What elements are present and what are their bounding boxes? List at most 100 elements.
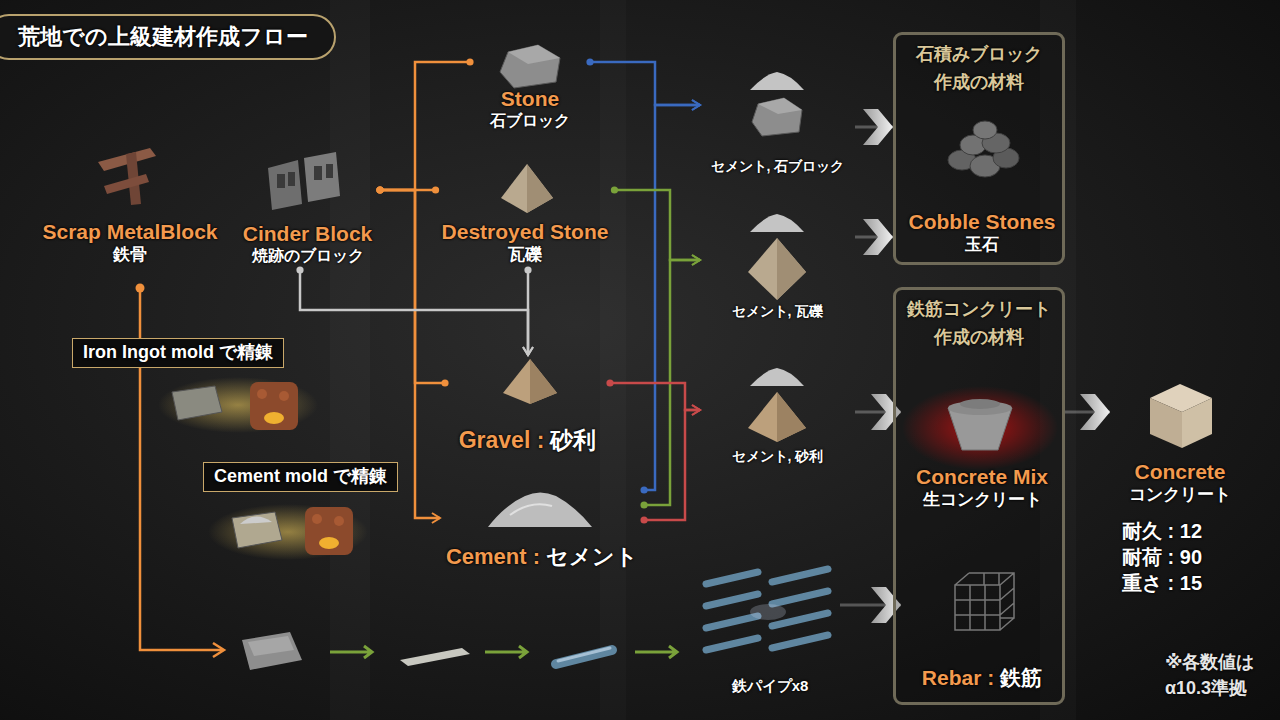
item-name: セメント, 石ブロック [711,158,845,175]
material-chevron [840,587,901,623]
scrap-refine-line [213,643,224,657]
iron-bar-icon [400,648,470,666]
item-japanese-name: 石ブロック [490,111,570,130]
iron-mold-icon [250,382,298,430]
ingredient-icon [748,72,806,442]
gravel-icon [530,359,557,404]
ingredient-set: セメント, 瓦礫 [700,205,855,325]
scrap-metal-icon [98,148,156,205]
iron-mold-icon [264,412,284,424]
ingredient-icon [758,98,802,114]
group-heading: 石積みブロック 作成の材料 [900,41,1058,97]
text-stack: セメント, 瓦礫 [700,303,855,320]
chevron-arrow [863,219,893,255]
material-item: Cobble Stones玉石 [901,110,1063,260]
cement-mold-icon [319,537,339,549]
item-name: セメント, 瓦礫 [732,303,824,320]
cement-mold-icon [240,516,272,524]
item-name: Stone [501,86,559,111]
text-stack: Iron Ingot mold で精錬 [83,342,273,364]
item-japanese-name: 鉄筋 [1000,665,1042,690]
iron-pipes-icon [706,569,828,650]
scrap-metal-icon [104,174,149,194]
item-japanese-name: 生コンクリート [923,490,1042,510]
cement-icon [510,504,552,515]
group-heading: 鉄筋コンクリート 作成の材料 [900,296,1058,352]
material-item: Destroyed Stone瓦礫 [436,160,615,270]
item-japanese-name: 玉石 [965,235,999,255]
item-name: Cinder Block [243,221,373,246]
version-note: ※各数値は [1165,652,1255,674]
item-name: Gravel : [459,427,545,455]
item-name: Cement : [446,544,540,570]
item-japanese-name: 焼跡のブロック [252,246,364,265]
text-stack: 石積みブロック 作成の材料 [900,41,1058,97]
cinder-block-icon [277,174,285,188]
material-item: Cinder Block焼跡のブロック [235,150,380,270]
process-note: Iron Ingot mold で精錬 [72,338,284,368]
flow-connector [527,270,530,355]
ingredient-set: セメント, 石ブロック [700,60,855,180]
rubble-icon [527,164,553,213]
text-stack: Concreteコンクリート [1110,459,1250,505]
background [600,0,626,720]
gravel-icon [503,359,557,404]
cinder-block-icon [268,152,340,210]
item-name: Destroyed Stone [442,219,609,244]
ingredient-icon [750,214,804,232]
material-item: Rebar :鉄筋 [901,560,1063,695]
rubble-icon [501,164,553,213]
stone-icon [500,45,560,88]
text-stack: Cobble Stones玉石 [901,209,1063,255]
ingredient-icon [748,392,806,442]
item-japanese-name: コンクリート [1129,485,1231,505]
background [330,0,370,720]
item-name: Cobble Stones [908,209,1055,234]
ingredient-icon [777,392,806,442]
material-item: Stone石ブロック [470,35,590,135]
text-stack: Stone石ブロック [470,86,590,130]
process-arrow [635,646,677,658]
iron-mold-icon [279,391,289,401]
iron-ingot-icon [242,632,302,670]
product-item: Concreteコンクリート [1110,370,1250,510]
text-stack: 鉄パイプx8 [700,677,840,695]
item-name: セメント, 砂利 [732,448,824,465]
chevron-arrow [863,109,893,145]
concrete-icon [1150,398,1182,448]
cinder-block-icon [314,166,322,180]
text-stack: 鉄筋コンクリート 作成の材料 [900,296,1058,352]
flow-connector [380,190,445,383]
cinder-block-icon [326,164,333,178]
text-stack: Gravel :砂利 [445,427,610,455]
text-stack: Destroyed Stone瓦礫 [436,219,615,265]
text-stack: Rebar :鉄筋 [901,665,1063,690]
text-stack: セメント, 石ブロック [700,158,855,175]
iron-mold-icon [257,389,267,399]
flow-connector [380,62,470,190]
material-chevron [855,109,893,145]
stone-icon [508,45,560,64]
version-note: α10.3準拠 [1165,678,1247,700]
ingredient-icon [777,238,806,300]
material-chevron [1065,394,1110,430]
scrap-refine-line [136,284,145,293]
item-japanese-name: セメント [546,544,638,570]
material-item: Gravel :砂利 [445,355,610,460]
process-arrow [485,646,527,658]
iron-mold-icon [158,377,318,433]
material-item: Scrap MetalBlock鉄骨 [30,145,230,270]
material-item: Concrete Mix生コンクリート [901,370,1063,515]
item-name: Scrap MetalBlock [42,219,217,244]
concrete-icon [1150,384,1212,448]
text-stack: Cement mold で精錬 [214,466,387,488]
item-japanese-name: 鉄骨 [113,245,147,265]
material-chevron [855,219,893,255]
process-arrow [330,646,372,658]
cement-mold-icon [334,516,344,526]
process-label: Iron Ingot mold で精錬 [83,342,273,362]
material-group: 鉄筋コンクリート 作成の材料 Concrete Mix生コンクリート Rebar :… [893,287,1065,705]
